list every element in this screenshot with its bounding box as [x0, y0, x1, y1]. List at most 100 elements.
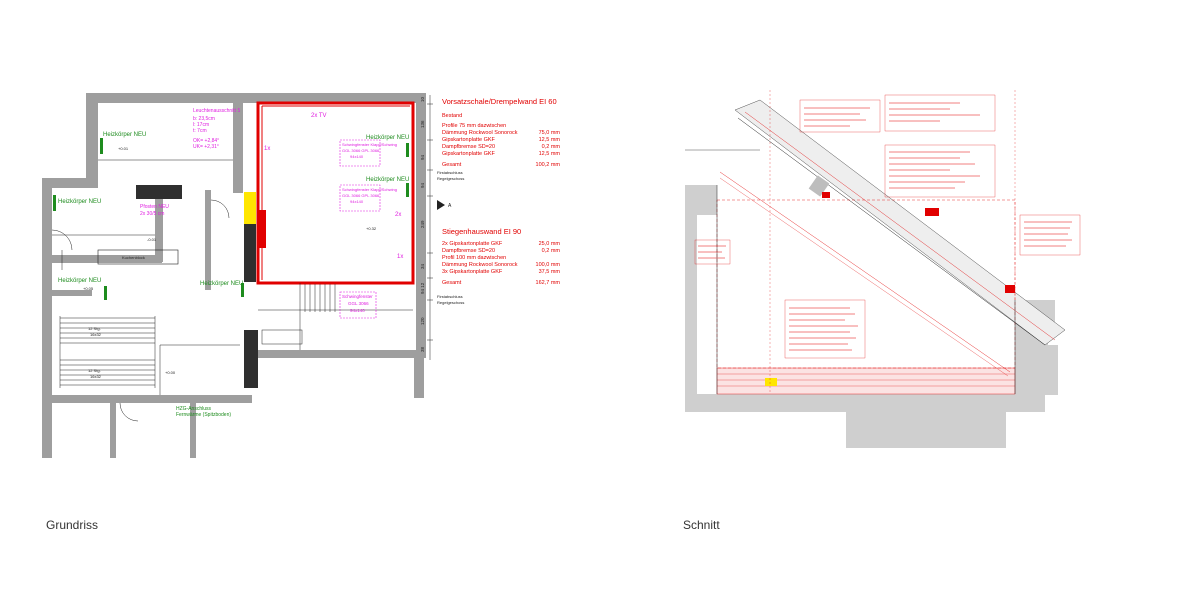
wall-left-step — [42, 178, 98, 188]
radiator-mark-6 — [241, 283, 244, 297]
radiator-label-5: Heizkörper NEU — [366, 177, 409, 183]
wall-right-stub — [414, 358, 424, 398]
section-drawing — [685, 90, 1081, 448]
dim-value-6: 34 — [420, 263, 425, 269]
luminaire-note: Leuchtenausschnitt 5 b: 23,5cm l: 17cm t… — [193, 108, 240, 150]
ei90-row-2-value: 0,2 mm — [542, 248, 561, 254]
radiator-mark-1 — [100, 138, 103, 154]
post-dim: 2x 30/5 cm — [140, 211, 164, 217]
ei90-row-1-value: 25,0 mm — [539, 241, 561, 247]
right-note-1: Firstabschluss — [437, 170, 463, 175]
door-arc-1 — [51, 229, 73, 251]
shaft-block-lower — [244, 330, 258, 388]
floor-beam-yellow — [765, 378, 777, 386]
kitchen-block-outline — [97, 249, 179, 265]
ei60-row-5-label: Gipskartonplatte GKF — [442, 151, 496, 157]
level-label-1: +0.01 — [118, 146, 129, 151]
skylight-1-model: GGL 3066 GPL 3066 — [342, 148, 380, 153]
radiator-mark-2 — [53, 195, 56, 211]
wall-bottom-right — [258, 350, 426, 358]
wall-interior-lower — [52, 395, 252, 403]
level-label-2: -0.01 — [147, 237, 157, 242]
luminaire-uk: UK= +2,31° — [193, 144, 219, 150]
ei90-row-4-value: 100,0 mm — [536, 262, 561, 268]
section-marker-arrow — [437, 200, 445, 210]
gable-red — [822, 192, 830, 198]
ei90-total-value: 162,7 mm — [536, 280, 561, 286]
ei60-row-3-value: 12,5 mm — [539, 137, 561, 143]
floor-plan: Heizkörper NEU Heizkörper NEU Heizkörper… — [42, 93, 560, 458]
skylight-3-model: GGL 3066 — [348, 301, 369, 306]
ei60-subtitle: Bestand — [442, 113, 462, 119]
ei60-row-1-label: Profile 75 mm dazwischen — [442, 123, 506, 129]
dim-ticks — [427, 103, 433, 341]
floor-buildup — [716, 367, 1016, 395]
skylight-red-2 — [1005, 285, 1015, 293]
ei90-row-2-label: Dampfbremse SD=20 — [442, 248, 495, 254]
skylight-1-frame — [339, 139, 381, 167]
radiator-label-6: Heizkörper NEU — [200, 281, 243, 287]
two-x-label: 2x — [395, 212, 401, 218]
caption-section: Schnitt — [683, 518, 720, 532]
wall-interior-v1 — [155, 190, 163, 262]
dim-value-1: 10 — [420, 96, 425, 102]
section-note-2 — [884, 94, 996, 132]
ei90-total-label: Gesamt — [442, 280, 462, 286]
floor-slab — [685, 394, 1045, 412]
ei90-row-3-label: Profil 100 mm dazwischen — [442, 255, 506, 261]
roof-purlin — [808, 175, 830, 197]
skylight-2-size: 94x140 — [350, 199, 364, 204]
section-note-3 — [884, 144, 996, 198]
skylight-3-title: Schwingfenster — [342, 294, 373, 299]
new-wall-outline — [256, 101, 415, 285]
stair-label-1: 12 Stg. — [88, 326, 101, 331]
door-arc-4 — [119, 402, 139, 422]
wall-legend-ei90: Stiegenhauswand EI 90 2x Gipskartonplatt… — [442, 227, 560, 286]
luminaire-ok: OK= +2,84° — [193, 138, 219, 144]
stair-label-3: 12 Stg. — [88, 368, 101, 373]
skylight-red-1 — [925, 208, 939, 216]
luminaire-b: b: 23,5cm — [193, 116, 215, 122]
wall-interior-v2 — [205, 190, 211, 290]
skylight-2-model: GGL 3066 GPL 3066 — [342, 193, 380, 198]
ei90-row-4-label: Dämmung Rockwool Sonorock — [442, 262, 518, 268]
dim-value-7: 94 12 — [420, 282, 425, 294]
ei90-row-5-label: 3x Gipskartonplatte GKF — [442, 269, 503, 275]
wall-legend-ei60: Vorsatzschale/Drempelwand EI 60 Bestand … — [442, 97, 560, 168]
wall-top — [86, 93, 426, 103]
landing-box — [261, 329, 303, 345]
one-x-label-1: 1x — [264, 146, 270, 152]
level-label-3: +0.00 — [165, 370, 176, 375]
one-x-label-2: 1x — [397, 254, 403, 260]
foundation-block — [846, 412, 1006, 448]
post-title: Pfosten NEU — [140, 204, 169, 210]
chimney-block — [136, 185, 182, 199]
dim-value-9: 38 — [420, 346, 425, 352]
roof-slope — [734, 99, 1066, 346]
roof-line-3 — [719, 171, 1011, 373]
heating-connection-1: HZG-Anschluss — [176, 406, 212, 412]
stair-left — [59, 316, 156, 388]
radiator-mark-4 — [406, 143, 409, 157]
ei90-row-1-label: 2x Gipskartonplatte GKF — [442, 241, 503, 247]
ei60-row-4-label: Dampfbremse SD=20 — [442, 144, 495, 150]
yellow-column — [244, 192, 256, 224]
wall-interior-v3 — [110, 400, 116, 458]
skylight-3-frame — [339, 291, 377, 319]
wall-left-lower — [42, 178, 52, 458]
ei60-total-value: 100,2 mm — [536, 162, 561, 168]
heating-connection-2: Fernwärme (Spitzboden) — [176, 412, 231, 418]
skylight-2-frame — [339, 184, 381, 212]
luminaire-l: l: 17cm — [193, 122, 209, 128]
left-wall-mass — [685, 185, 717, 215]
radiator-label-4: Heizkörper NEU — [366, 135, 409, 141]
stair-label-2: 16x32 — [90, 332, 102, 337]
ei60-row-4-value: 0,2 mm — [542, 144, 561, 150]
luminaire-t: t: 7cm — [193, 128, 207, 134]
radiator-label-3: Heizkörper NEU — [58, 278, 101, 284]
right-note-4: Regelgeschoss — [437, 300, 464, 305]
kitchen-block-label: Kuchenblock — [122, 255, 145, 260]
section-note-4 — [1019, 214, 1081, 256]
wall-stub-top — [52, 290, 92, 296]
